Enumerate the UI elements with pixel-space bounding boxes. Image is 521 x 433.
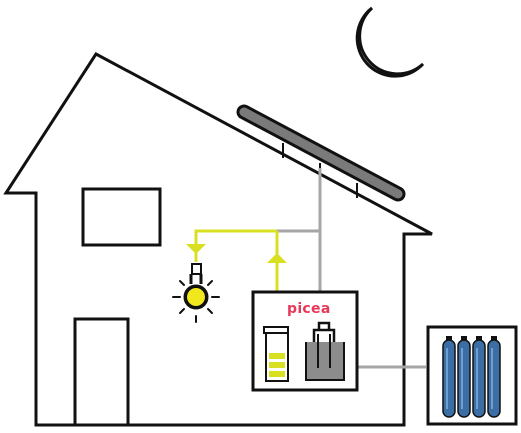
hydrogen-tank-cap xyxy=(461,336,467,341)
hydrogen-storage-box xyxy=(426,325,518,426)
house-outline xyxy=(3,52,433,427)
solar-panel-icon xyxy=(236,104,406,202)
battery-level-bar-1 xyxy=(269,371,285,377)
crescent-moon-icon xyxy=(355,6,425,78)
battery-level-bar-2 xyxy=(269,362,285,368)
hydrogen-tanks-icon xyxy=(442,336,501,418)
hydrogen-tank-cap xyxy=(446,336,452,341)
hydrogen-tank-cap xyxy=(476,336,482,341)
hydrogen-tank xyxy=(457,339,471,418)
light-bulb-icon xyxy=(172,263,220,323)
house-window xyxy=(81,187,162,247)
power-arrow-up-icon xyxy=(267,253,287,263)
battery-icon xyxy=(263,326,289,382)
hydrogen-tank-cap xyxy=(491,336,497,341)
power-arrow-down-icon xyxy=(186,244,206,254)
hydrogen-tank xyxy=(487,339,501,418)
house-door xyxy=(73,317,130,427)
electrolyzer-icon xyxy=(305,321,345,381)
picea-logo: picea xyxy=(287,301,331,317)
battery-level-bar-3 xyxy=(269,353,285,359)
hydrogen-tank xyxy=(442,339,456,418)
hydrogen-tank xyxy=(472,339,486,418)
